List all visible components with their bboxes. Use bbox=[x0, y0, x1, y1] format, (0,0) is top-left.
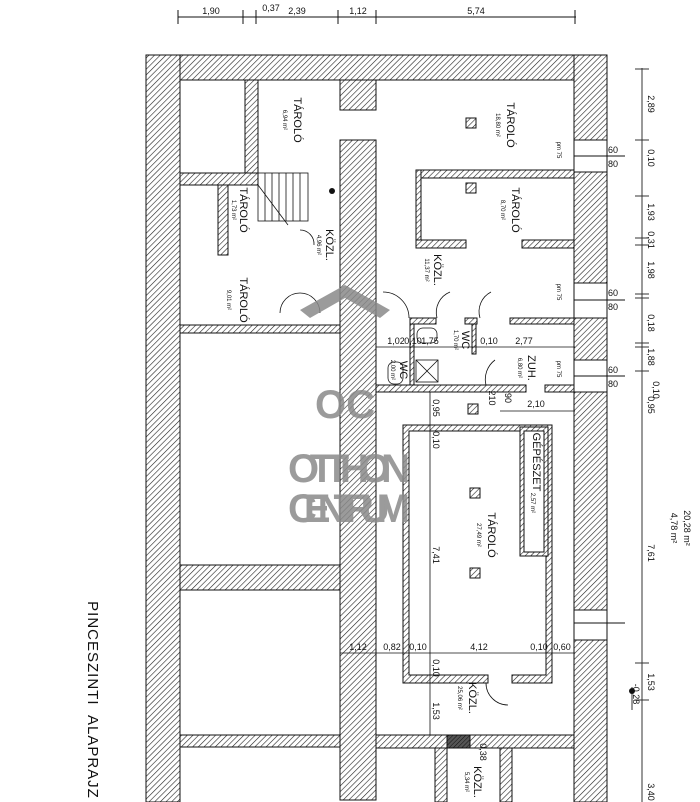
room-outline bbox=[179, 79, 246, 174]
dim-label: 1,98 bbox=[646, 261, 656, 279]
dim-label: 0,10 bbox=[409, 642, 427, 652]
windows bbox=[573, 139, 625, 641]
dim-label: 7,61 bbox=[646, 544, 656, 562]
sanitary-fixtures bbox=[387, 327, 439, 385]
dim-label: 4,12 bbox=[470, 642, 488, 652]
dim-label: 0,37 bbox=[262, 3, 280, 13]
window-height: 80 bbox=[608, 159, 618, 169]
room-area: 6,94 m² bbox=[281, 110, 287, 130]
dim-label: 0,10 bbox=[651, 381, 661, 399]
window-sill: pm 75 bbox=[555, 142, 561, 159]
dim-label: 2,39 bbox=[288, 6, 306, 16]
watermark-line2: CENTRUM bbox=[288, 487, 410, 531]
room-area: 9,01 m² bbox=[225, 290, 231, 310]
room-name: KÖZL. bbox=[471, 766, 483, 798]
room-name: KÖZL. bbox=[466, 682, 478, 714]
room-area: 4,96 m² bbox=[315, 235, 321, 255]
room-area: 1,70 m² bbox=[452, 330, 458, 350]
dim-label: 7,41 bbox=[431, 546, 441, 564]
dim-label: 0,10 bbox=[431, 659, 441, 677]
dim-label: 210 bbox=[487, 390, 497, 405]
room-name: WC bbox=[397, 361, 409, 379]
room-name: KÖZL. bbox=[431, 254, 443, 286]
storage-box bbox=[402, 424, 553, 684]
dim-label: 1,12 bbox=[349, 642, 367, 652]
window-height: 80 bbox=[608, 302, 618, 312]
right-dimension-chain bbox=[631, 68, 649, 802]
room-area: 8,70 m² bbox=[499, 200, 505, 220]
window-width: 60 bbox=[608, 288, 618, 298]
dim-label: 2,10 bbox=[527, 399, 545, 409]
dim-label: 2,77 bbox=[515, 336, 533, 346]
total-area: 20,28 m² bbox=[682, 510, 692, 546]
dim-label: 1,12 bbox=[349, 6, 367, 16]
total-area: 4,78 m² bbox=[669, 513, 679, 544]
dim-label: 90 bbox=[503, 393, 513, 403]
dim-label: 0,38 bbox=[478, 743, 488, 761]
room-name: TÁROLÓ bbox=[509, 187, 522, 233]
window-width: 60 bbox=[608, 145, 618, 155]
watermark: OC OTTHON CENTRUM bbox=[288, 285, 410, 531]
dim-label: 0,10 bbox=[646, 149, 656, 167]
watermark-logo: OC bbox=[315, 383, 375, 427]
watermark-line1: OTTHON bbox=[288, 447, 410, 491]
dim-label: 1,88 bbox=[646, 348, 656, 366]
dim-label: 1,75 bbox=[421, 336, 439, 346]
room-name: KÖZL. bbox=[323, 229, 335, 261]
walls bbox=[145, 54, 608, 802]
dim-label: 1,53 bbox=[431, 702, 441, 720]
watermark-roof-icon bbox=[300, 285, 390, 318]
level-label: -0,28 bbox=[631, 684, 641, 705]
room-area: 27,49 m² bbox=[475, 523, 481, 547]
dim-label: 1,53 bbox=[646, 673, 656, 691]
room-area: 2,00 m² bbox=[389, 360, 395, 380]
drawing-title: PINCESZINTI ALAPRAJZ bbox=[84, 601, 101, 799]
dim-label: 0,60 bbox=[553, 642, 571, 652]
dim-label: 0,10 bbox=[530, 642, 548, 652]
room-name: TÁROLÓ bbox=[504, 102, 517, 148]
room-name: TÁROLÓ bbox=[237, 277, 250, 323]
dim-label: 0,10 bbox=[404, 336, 422, 346]
doors bbox=[279, 229, 509, 706]
dim-label: 0,31 bbox=[646, 231, 656, 249]
level-marker-icon bbox=[629, 688, 635, 694]
columns bbox=[465, 117, 481, 579]
dim-label: 0,95 bbox=[431, 399, 441, 417]
level-marker-icon bbox=[329, 188, 335, 194]
window-sill: pm 75 bbox=[555, 284, 561, 301]
room-name: ZUH. bbox=[525, 355, 537, 381]
window-width: 60 bbox=[608, 365, 618, 375]
room-name: WC bbox=[459, 331, 471, 349]
room-labels: TÁROLÓ 6,94 m² TÁROLÓ 1,73 m² KÖZL. 4,96… bbox=[225, 97, 543, 798]
room-name: TÁROLÓ bbox=[291, 97, 304, 143]
dim-label: 0,82 bbox=[383, 642, 401, 652]
dim-label: 1,93 bbox=[646, 203, 656, 221]
room-area: 11,37 m² bbox=[423, 258, 429, 281]
room-area: 1,73 m² bbox=[230, 200, 236, 220]
room-name: TÁROLÓ bbox=[237, 187, 250, 233]
room-name: TÁROLÓ bbox=[485, 512, 498, 558]
room-area: 25,06 m² bbox=[456, 686, 462, 710]
room-area: 18,80 m² bbox=[494, 113, 500, 137]
beam bbox=[446, 734, 471, 749]
dim-label: 2,89 bbox=[646, 95, 656, 113]
dim-label: 0,18 bbox=[646, 314, 656, 332]
room-name: GÉPÉSZET bbox=[530, 433, 543, 492]
dim-label: 0,10 bbox=[431, 431, 441, 449]
dim-label: 5,74 bbox=[467, 6, 485, 16]
room-area: 6,80 m² bbox=[516, 358, 522, 378]
staircase bbox=[257, 172, 309, 226]
inner-dimension-lines bbox=[340, 346, 575, 735]
room-area: 5,34 m² bbox=[463, 772, 469, 792]
window-sill: pm 75 bbox=[555, 361, 561, 378]
dim-label: 3,40 bbox=[646, 783, 656, 801]
window-height: 80 bbox=[608, 379, 618, 389]
dim-label: 1,90 bbox=[202, 6, 220, 16]
dim-label: 1,02 bbox=[387, 336, 405, 346]
top-dimension-chain bbox=[177, 10, 576, 24]
dim-label: 0,95 bbox=[646, 396, 656, 414]
dim-label: 0,10 bbox=[480, 336, 498, 346]
room-area: 2,57 m² bbox=[529, 493, 535, 513]
